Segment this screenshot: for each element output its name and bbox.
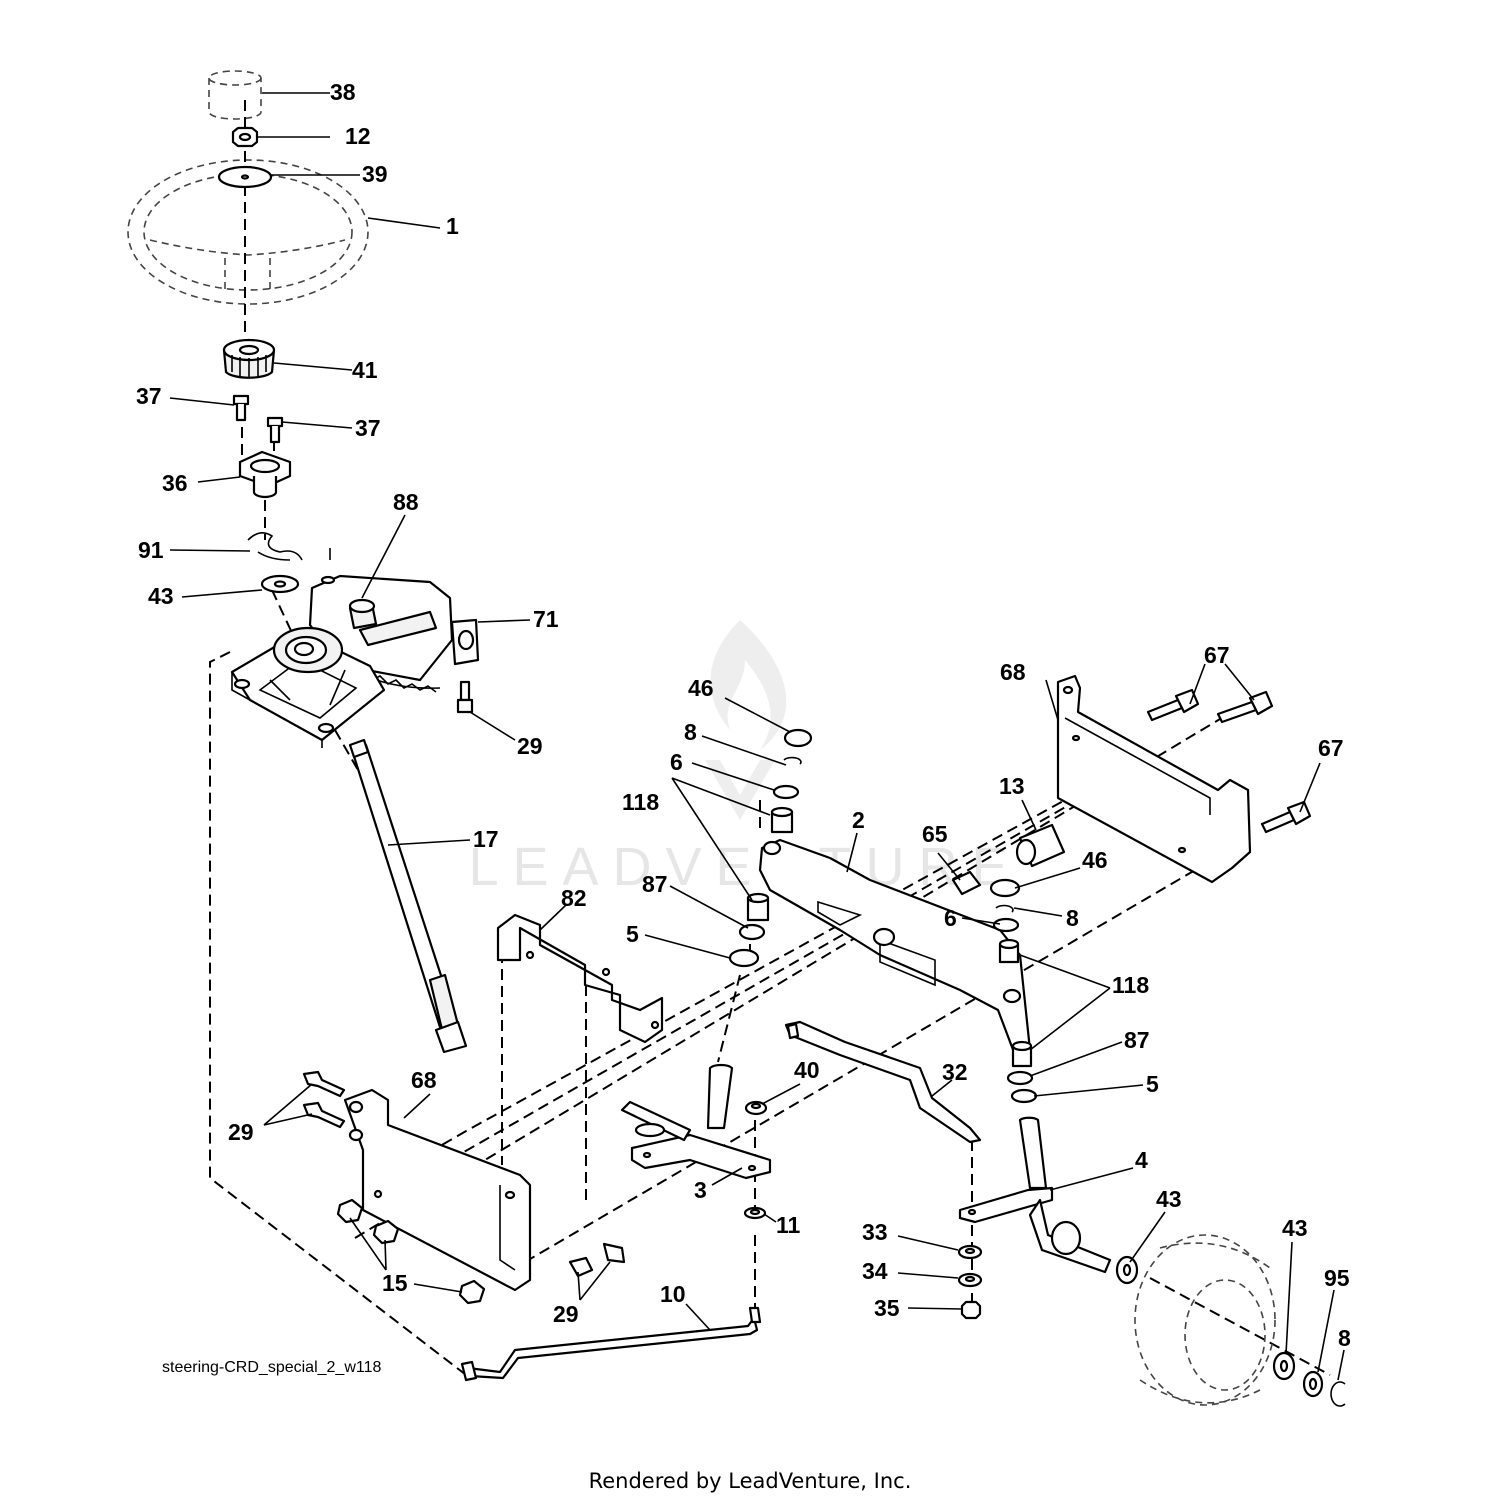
- callout-118-right: 118: [1112, 972, 1149, 998]
- callout-17: 17: [473, 826, 499, 852]
- plate-68-upper: [1056, 674, 1252, 884]
- callout-118-left: 118: [622, 789, 659, 815]
- callout-8-wheel: 8: [1338, 1325, 1351, 1351]
- nuts-40-11: [743, 1100, 768, 1220]
- callout-10: 10: [660, 1281, 686, 1307]
- callout-46-left: 46: [688, 675, 714, 701]
- callout-40: 40: [794, 1057, 820, 1083]
- callout-labels: 38 12 39 1 41 37 37 36 88 91 43 71 29 17…: [136, 79, 1351, 1351]
- bushing-36: [238, 450, 292, 499]
- callout-87-right: 87: [1124, 1027, 1150, 1053]
- axle-2: [758, 838, 1032, 1057]
- steering-adapter-part: [222, 338, 276, 379]
- diagram-code: steering-CRD_special_2_w118: [162, 1359, 381, 1376]
- callout-29-left: 29: [228, 1119, 254, 1145]
- callout-2: 2: [852, 807, 865, 833]
- callout-8-right: 8: [1066, 905, 1079, 931]
- wheel-assembly: [1115, 1234, 1346, 1407]
- callout-46-right: 46: [1082, 847, 1108, 873]
- hardware-33-34-35: [957, 1244, 983, 1320]
- callout-1: 1: [446, 213, 459, 239]
- left-spindle-hardware: [728, 728, 813, 968]
- callout-39: 39: [362, 161, 388, 187]
- callout-34: 34: [862, 1258, 888, 1284]
- callout-33: 33: [862, 1219, 888, 1245]
- bolts-37: [232, 394, 284, 444]
- callout-8-left: 8: [684, 719, 697, 745]
- bracket-82: [496, 913, 664, 1044]
- clip-and-washer: [247, 532, 303, 594]
- steering-shaft-17: [348, 738, 468, 1054]
- callout-37-left: 37: [136, 383, 162, 409]
- callout-91: 91: [138, 537, 164, 563]
- leader-lines: [169, 92, 1345, 1381]
- callout-41: 41: [352, 357, 378, 383]
- callout-43-middle: 43: [1156, 1186, 1182, 1212]
- callout-4: 4: [1135, 1147, 1148, 1173]
- callout-87-left: 87: [642, 871, 668, 897]
- callout-68-lower: 68: [411, 1067, 437, 1093]
- callout-71: 71: [533, 606, 559, 632]
- flame-logo-watermark: [705, 620, 787, 820]
- callout-15: 15: [382, 1270, 408, 1296]
- bolts-29-lower: [302, 1070, 626, 1278]
- callout-5-right: 5: [1146, 1071, 1159, 1097]
- callout-29-upper: 29: [517, 733, 543, 759]
- callout-95: 95: [1324, 1265, 1350, 1291]
- bolt-29-upper: [456, 680, 474, 714]
- steering-base-plate: [230, 626, 386, 748]
- callout-6-right: 6: [944, 905, 957, 931]
- callout-37-right: 37: [355, 415, 381, 441]
- callout-38: 38: [330, 79, 356, 105]
- callout-12: 12: [345, 123, 371, 149]
- spacers-65-13: [951, 823, 1066, 896]
- callout-32: 32: [942, 1059, 968, 1085]
- callout-6-left: 6: [670, 749, 683, 775]
- callout-65: 65: [922, 821, 948, 847]
- spindle-4: [958, 1116, 1112, 1274]
- watermark-text: LEADVENTURE: [468, 837, 1021, 897]
- callout-13: 13: [999, 773, 1025, 799]
- callout-67-lower: 67: [1318, 735, 1344, 761]
- footer-text: Rendered by LeadVenture, Inc.: [589, 1469, 912, 1493]
- plate-68-lower: [336, 1088, 532, 1305]
- callout-3: 3: [694, 1177, 707, 1203]
- steering-arm-3: [620, 1063, 772, 1180]
- callout-88: 88: [393, 489, 419, 515]
- callout-36: 36: [162, 470, 188, 496]
- callout-5-left: 5: [626, 921, 639, 947]
- callout-29-bottom: 29: [553, 1301, 579, 1327]
- callout-67-upper: 67: [1204, 642, 1230, 668]
- bolts-67: [1146, 688, 1312, 834]
- leadventure-watermark: LEADVENTURE: [468, 620, 1021, 897]
- upper-hardware: [217, 126, 273, 189]
- callout-11: 11: [776, 1212, 801, 1238]
- ghost-parts: [127, 70, 369, 305]
- right-spindle-hardware: [989, 878, 1038, 1104]
- tie-rod-32: [784, 1020, 982, 1144]
- callout-68-upper: 68: [1000, 659, 1026, 685]
- drag-link-10: [460, 1306, 762, 1382]
- callout-43-upper: 43: [148, 583, 174, 609]
- callout-43-right: 43: [1282, 1215, 1308, 1241]
- callout-82: 82: [561, 885, 587, 911]
- callout-35: 35: [874, 1295, 900, 1321]
